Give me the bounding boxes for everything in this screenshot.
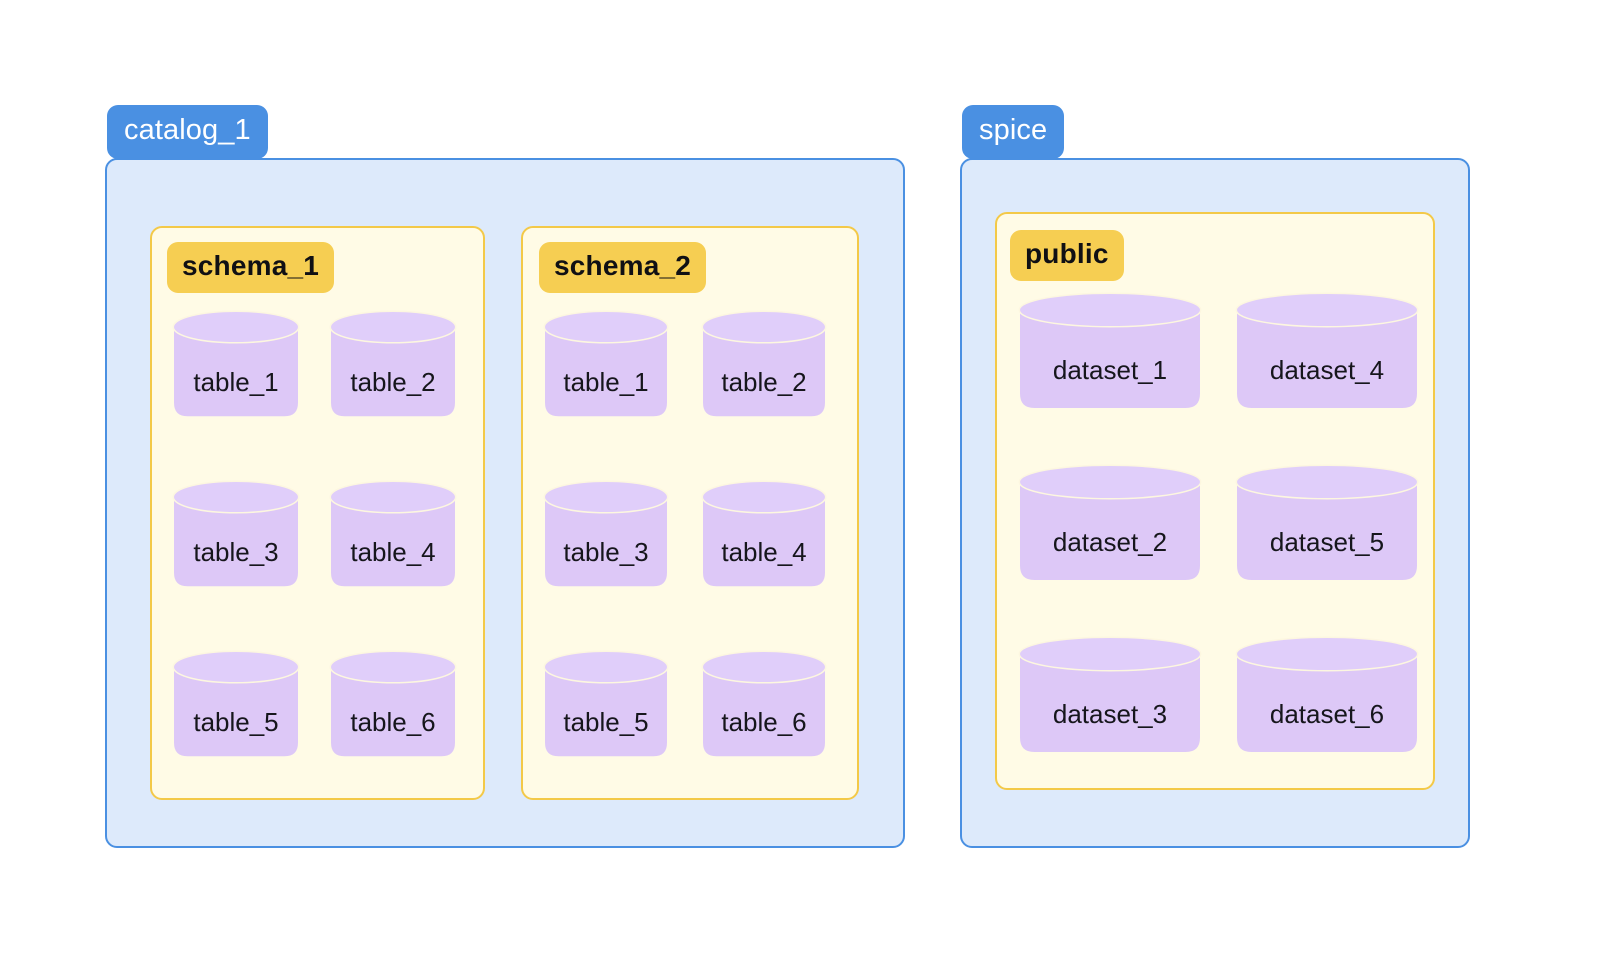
database-cylinder[interactable]: table_1 bbox=[172, 310, 300, 420]
database-cylinder[interactable]: table_6 bbox=[701, 650, 827, 760]
database-cylinder[interactable]: dataset_5 bbox=[1235, 464, 1419, 584]
database-cylinder[interactable]: table_1 bbox=[543, 310, 669, 420]
database-cylinder[interactable]: dataset_6 bbox=[1235, 636, 1419, 756]
schema-badge-schema_1[interactable]: schema_1 bbox=[167, 242, 335, 293]
database-cylinder[interactable]: dataset_2 bbox=[1018, 464, 1202, 584]
database-cylinder[interactable]: table_4 bbox=[329, 480, 457, 590]
database-cylinder[interactable]: table_3 bbox=[543, 480, 669, 590]
database-cylinder[interactable]: table_4 bbox=[701, 480, 827, 590]
database-cylinder[interactable]: table_2 bbox=[701, 310, 827, 420]
database-cylinder[interactable]: dataset_3 bbox=[1018, 636, 1202, 756]
database-cylinder[interactable]: table_5 bbox=[543, 650, 669, 760]
catalog-badge-catalog_1[interactable]: catalog_1 bbox=[107, 105, 268, 159]
database-cylinder[interactable]: table_6 bbox=[329, 650, 457, 760]
database-cylinder[interactable]: table_5 bbox=[172, 650, 300, 760]
database-cylinder[interactable]: table_3 bbox=[172, 480, 300, 590]
schema-badge-public[interactable]: public bbox=[1010, 230, 1124, 281]
schema-badge-schema_2[interactable]: schema_2 bbox=[539, 242, 707, 293]
database-cylinder[interactable]: dataset_1 bbox=[1018, 292, 1202, 412]
database-cylinder[interactable]: table_2 bbox=[329, 310, 457, 420]
database-cylinder[interactable]: dataset_4 bbox=[1235, 292, 1419, 412]
catalog-badge-spice[interactable]: spice bbox=[962, 105, 1065, 159]
